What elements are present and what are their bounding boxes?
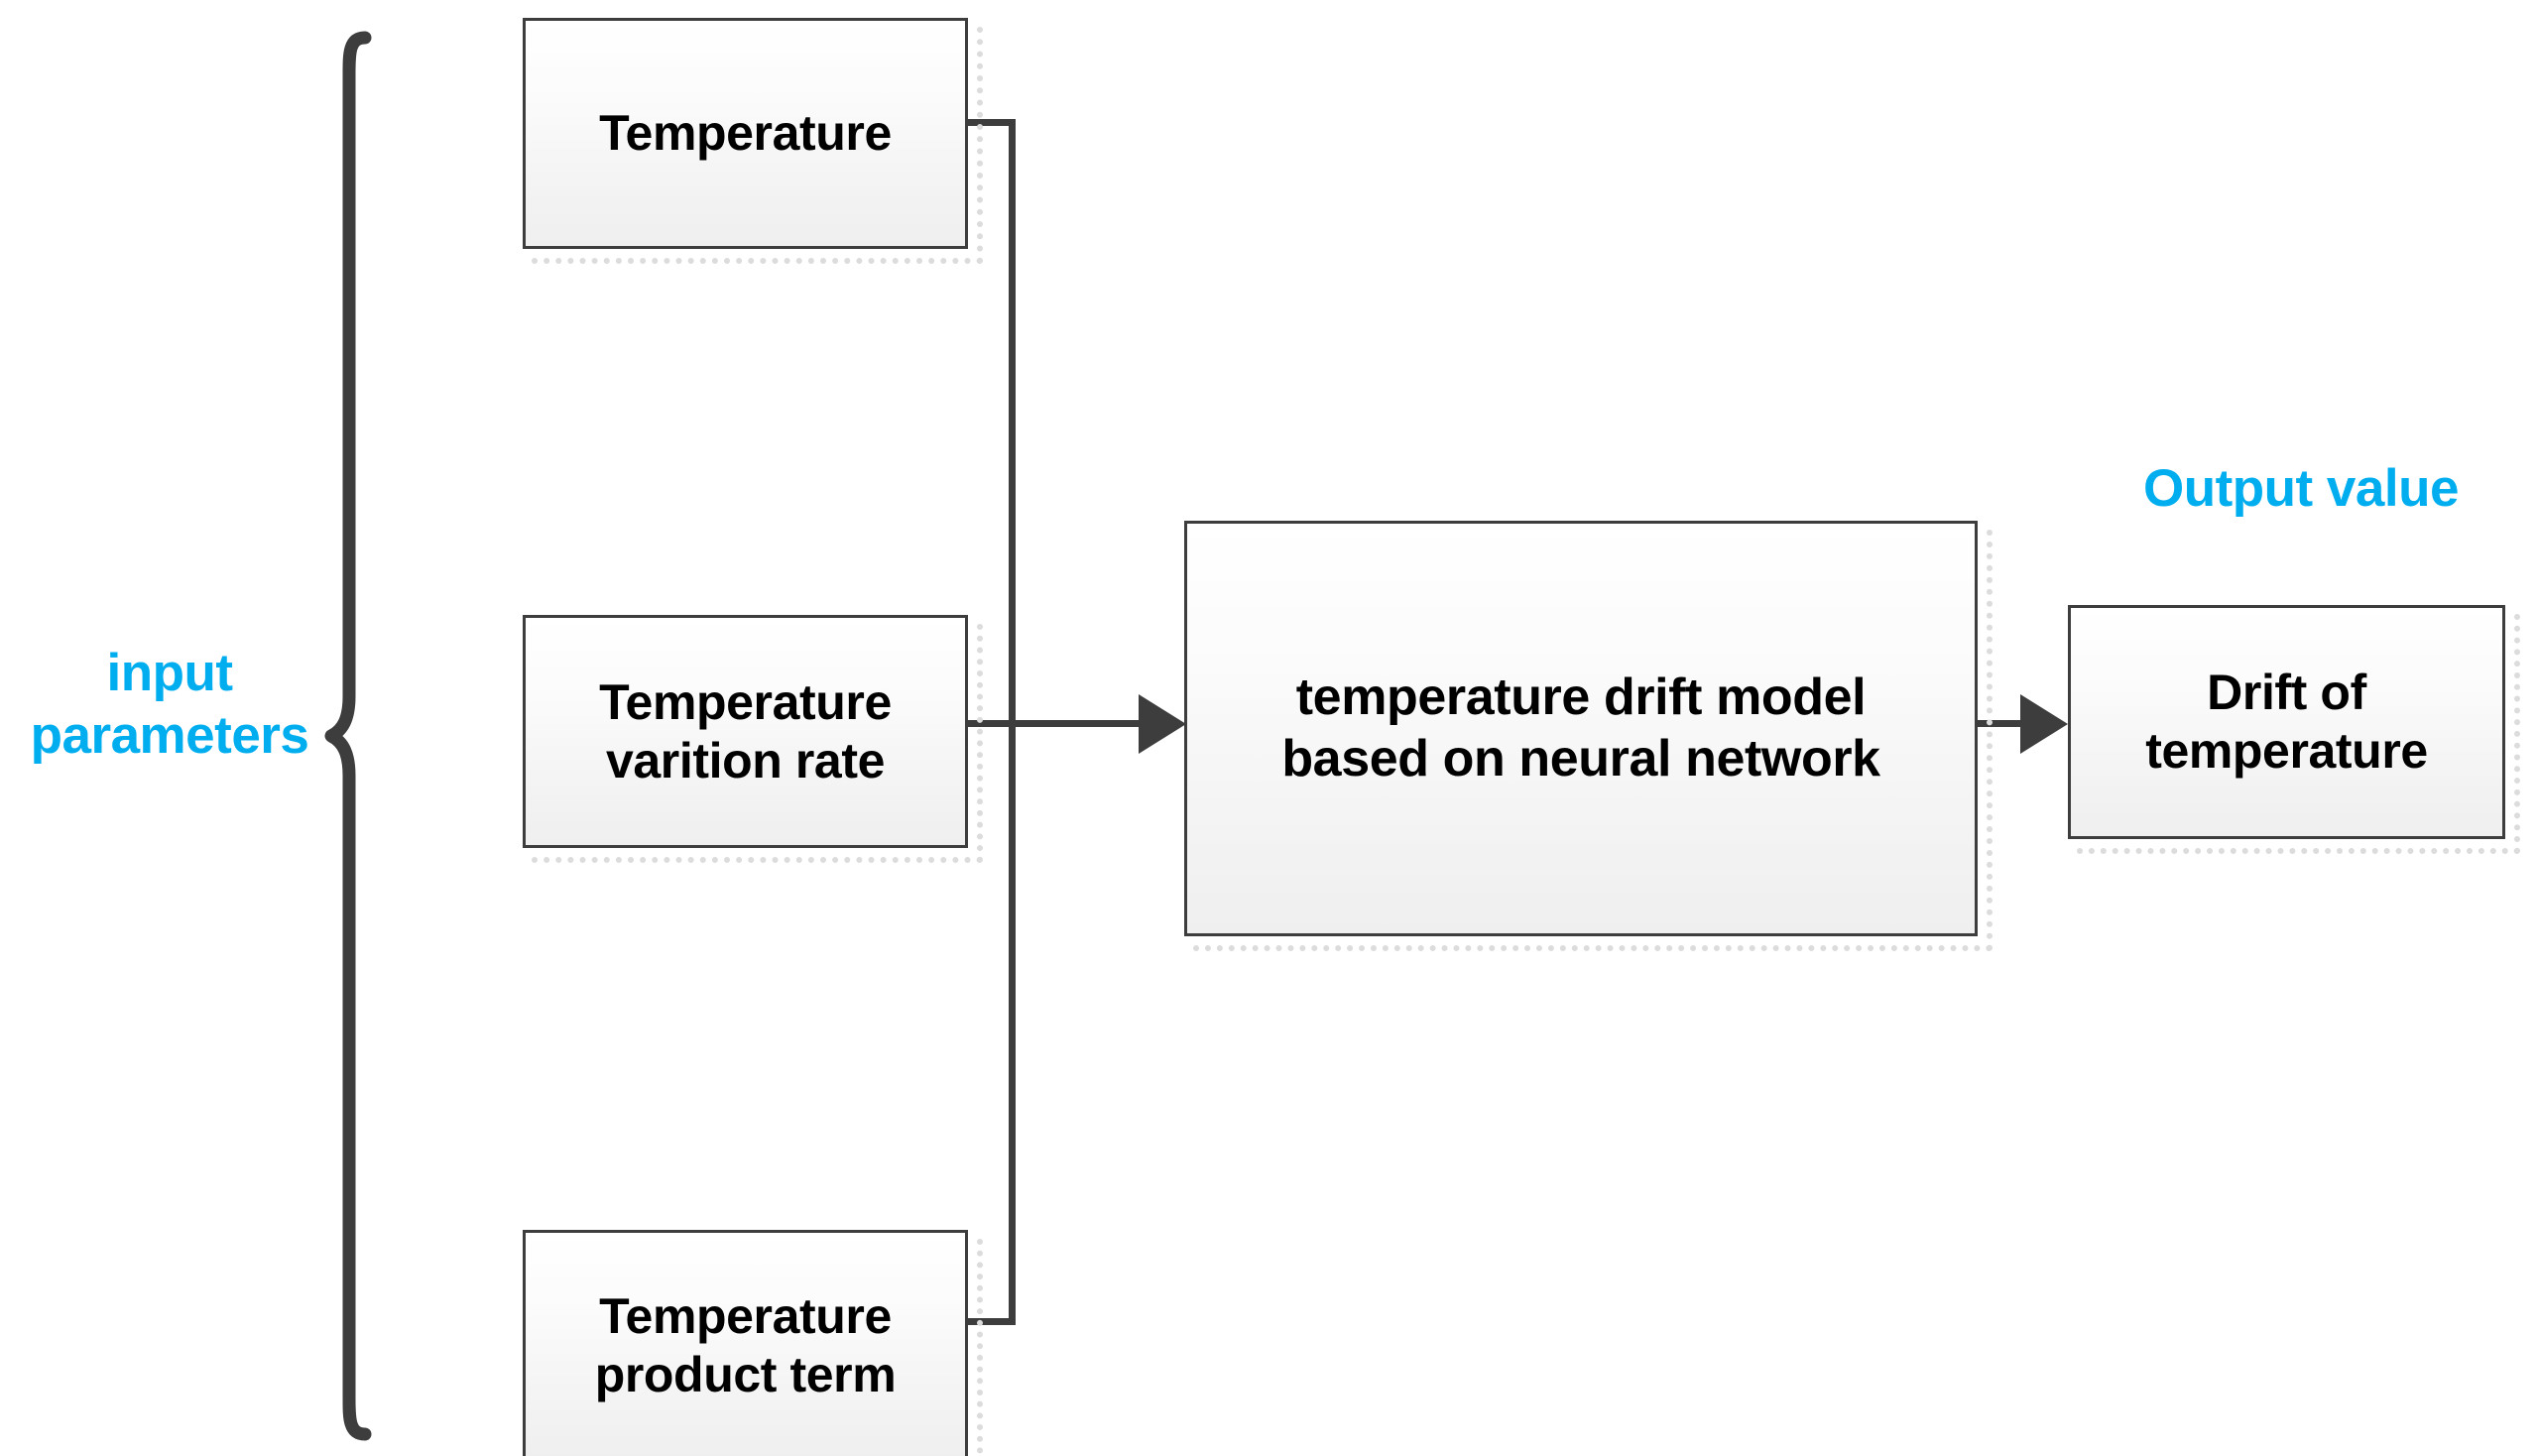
product-term-box-shadow [532, 1239, 983, 1456]
arrow-model-to-output-head [2020, 694, 2068, 754]
input-box-temperature-product-term-label: Temperature product term [594, 1288, 897, 1402]
input-parameters-label: input parameters [30, 644, 309, 765]
model-box-shadow [1193, 530, 1993, 951]
output-box-label: Drift of temperature [2145, 665, 2428, 779]
input-box-temperature-variation-rate[interactable]: Temperature varition rate [523, 615, 968, 848]
connector-input-spine [1009, 119, 1016, 1325]
output-box-drift-of-temperature[interactable]: Drift of temperature [2068, 605, 2505, 839]
connector-variation-rate-stub [964, 720, 1016, 727]
model-box-label: temperature drift model based on neural … [1281, 668, 1880, 788]
connector-temperature-stub [964, 119, 1016, 126]
arrow-inputs-to-model-head [1139, 694, 1186, 754]
input-box-temperature-label: Temperature [599, 105, 892, 161]
output-box-shadow [2077, 614, 2520, 854]
arrow-inputs-to-model-line [1013, 720, 1151, 727]
arrow-model-to-output-line [1978, 720, 2025, 727]
model-box-temperature-drift[interactable]: temperature drift model based on neural … [1184, 521, 1978, 936]
input-box-temperature-product-term[interactable]: Temperature product term [523, 1230, 968, 1456]
connector-product-term-stub [964, 1318, 1016, 1325]
output-value-label: Output value [2143, 459, 2459, 518]
input-box-temperature-variation-rate-label: Temperature varition rate [599, 673, 892, 789]
temperature-box-shadow [532, 27, 983, 264]
input-group-brace [324, 31, 372, 1441]
input-box-temperature[interactable]: Temperature [523, 18, 968, 249]
variation-rate-box-shadow [532, 624, 983, 863]
